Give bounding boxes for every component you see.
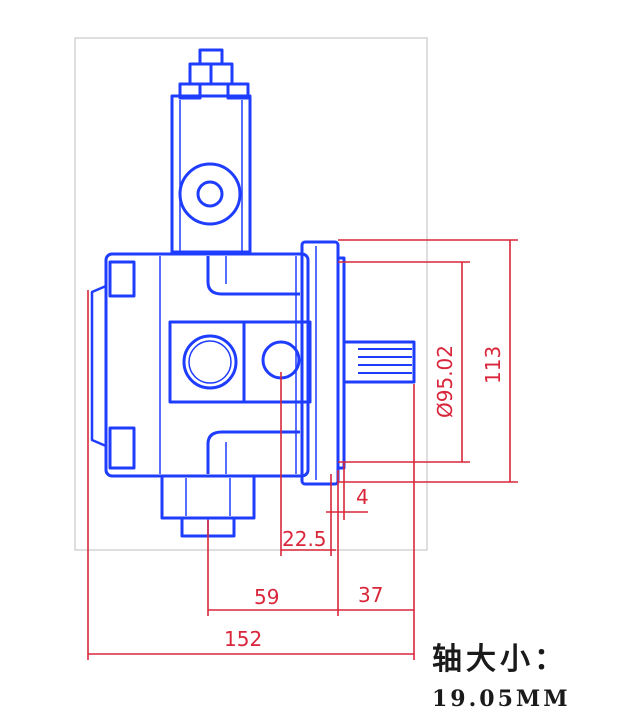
dim-152-label: 152	[224, 627, 262, 651]
pump-body	[90, 252, 312, 478]
dimension-lines	[87, 239, 518, 660]
dim-113-label: 113	[481, 346, 505, 384]
top-adjuster-nut	[178, 48, 250, 100]
view-frame	[74, 37, 428, 551]
dim-diameter-label: Ø95.02	[433, 345, 457, 418]
dim-4-label: 4	[356, 485, 369, 509]
dim-37-label: 37	[358, 583, 383, 607]
dim-59-label: 59	[254, 585, 279, 609]
splined-shaft	[342, 340, 416, 384]
pump-outline	[90, 48, 416, 538]
regulator-column	[170, 94, 252, 254]
shaft-size-title: 轴大小：	[432, 642, 568, 677]
dim-22-5-label: 22.5	[282, 527, 327, 551]
shaft-size-value: 19.05MM	[432, 686, 571, 712]
